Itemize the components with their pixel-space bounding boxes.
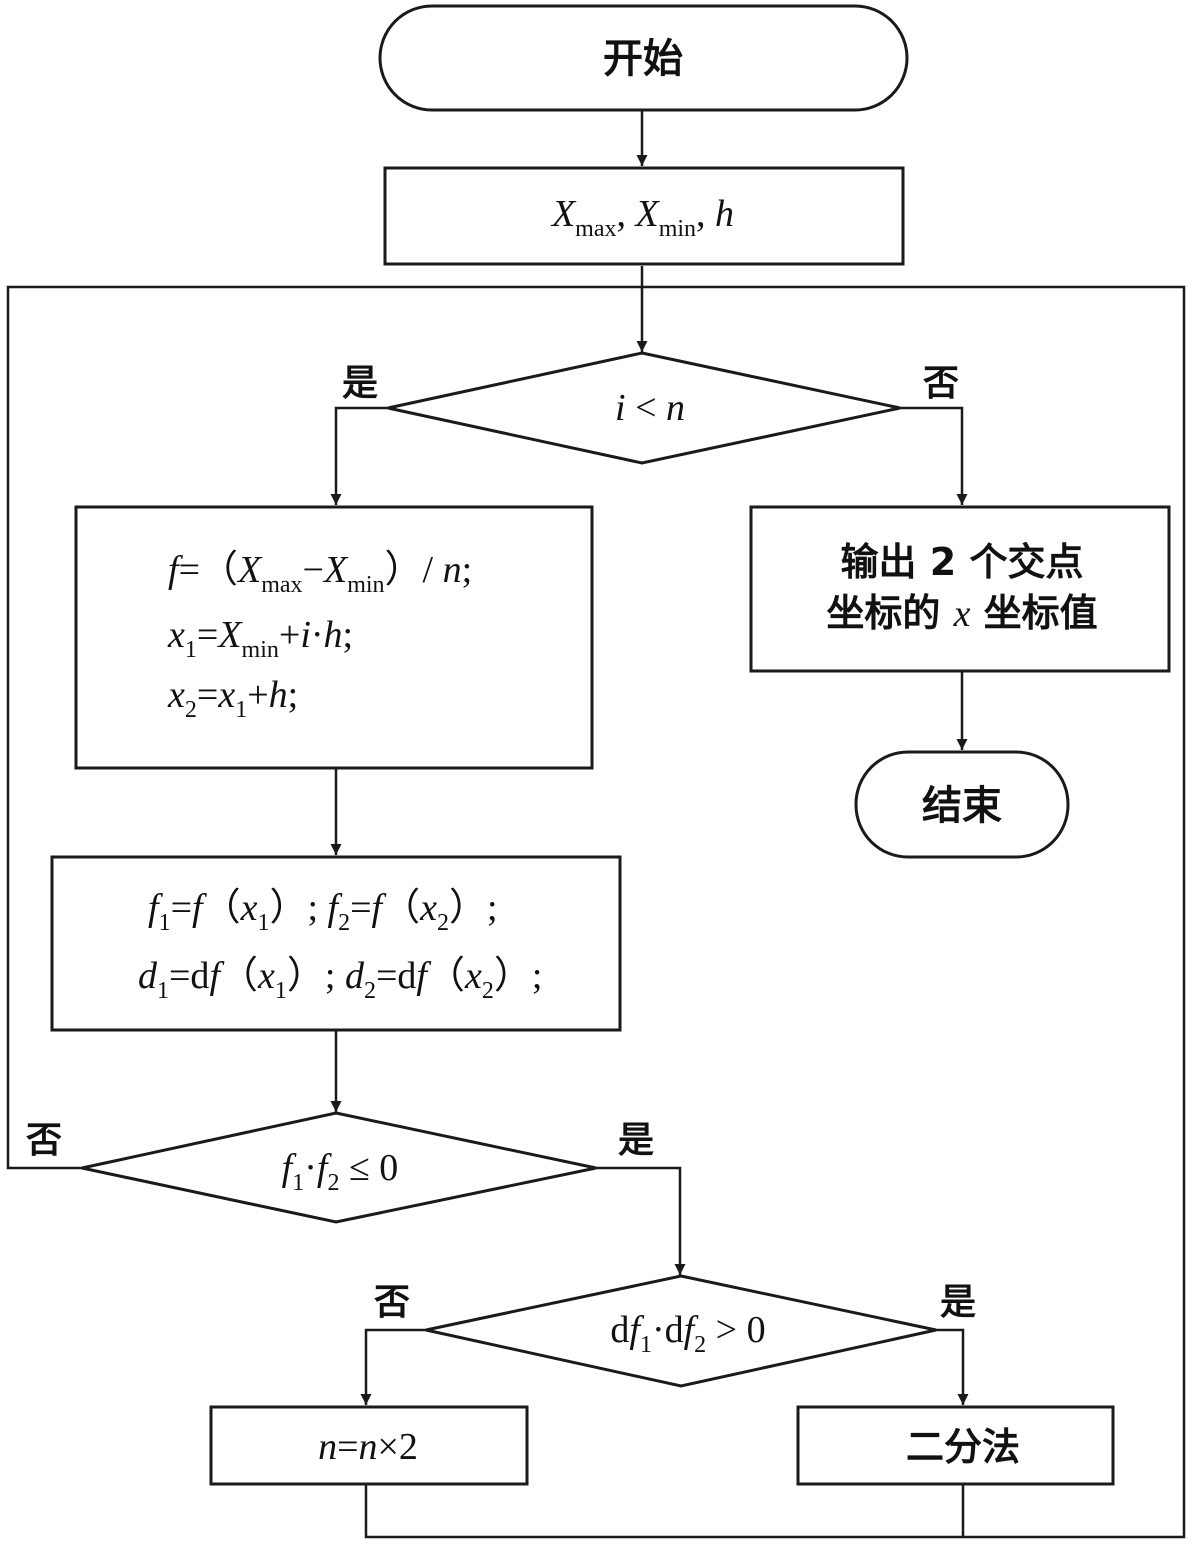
input-label: Xmax, Xmin, h — [550, 193, 734, 242]
proc2-line1: f1=f（x1）; f2=f（x2）; — [148, 887, 498, 936]
process-bisection: 二分法 — [796, 1405, 1115, 1486]
cond2-no-label: 否 — [26, 1120, 62, 1161]
edge-cond3-yes-to-bisect — [936, 1328, 969, 1405]
process-compute-step: f=（Xmax−Xmin）/ n; x1=Xmin+i·h; x2=x1+h; — [74, 505, 594, 770]
process-evaluate-step: f1=f（x1）; f2=f（x2）; d1=df（x1）; d2=df（x2）… — [50, 855, 622, 1032]
edge-cond1-no-to-output — [900, 406, 968, 505]
bisection-label: 二分法 — [906, 1425, 1020, 1469]
edge-cond2-yes-to-cond3 — [596, 1166, 686, 1275]
input-node: Xmax, Xmin, h — [383, 166, 905, 266]
decision-f1-f2-label: f1·f2 ≤ 0 — [282, 1147, 399, 1196]
cond1-no-label: 否 — [923, 363, 959, 404]
output-line2: 坐标的 x 坐标值 — [826, 591, 1097, 635]
decision-i-less-n-label: i < n — [615, 387, 685, 429]
end-label: 结束 — [922, 783, 1002, 829]
proc1-line1: f=（Xmax−Xmin）/ n; — [168, 549, 472, 598]
edge-cond1-yes-to-proc1 — [330, 406, 390, 505]
proc2-line2: d1=df（x1）; d2=df（x2）; — [138, 955, 542, 1004]
edge-bottom-loop-back — [364, 285, 1186, 1539]
end-node: 结束 — [854, 750, 1070, 859]
cond3-no-label: 否 — [374, 1282, 410, 1323]
decision-df1-df2-label: df1·df2 > 0 — [610, 1309, 765, 1358]
output-node: 输出 2 个交点 坐标的 x 坐标值 — [749, 505, 1171, 673]
proc1-line2: x1=Xmin+i·h; — [167, 614, 353, 663]
proc1-line3: x2=x1+h; — [167, 674, 298, 723]
output-line1: 输出 2 个交点 — [841, 540, 1084, 584]
cond2-yes-label: 是 — [618, 1120, 654, 1161]
decision-i-less-n: i < n — [387, 351, 901, 465]
cond1-yes-label: 是 — [342, 363, 378, 404]
start-label: 开始 — [603, 36, 683, 82]
edge-cond3-no-to-double — [360, 1328, 426, 1405]
double-n-label: n=n×2 — [318, 1426, 418, 1468]
cond3-yes-label: 是 — [940, 1282, 976, 1323]
process-double-n: n=n×2 — [209, 1405, 529, 1486]
decision-df1-df2-positive: df1·df2 > 0 — [425, 1274, 937, 1388]
start-node: 开始 — [378, 4, 909, 112]
edge-cond2-no-loop-back — [6, 285, 642, 1170]
decision-f1-f2-nonpositive: f1·f2 ≤ 0 — [81, 1111, 597, 1224]
